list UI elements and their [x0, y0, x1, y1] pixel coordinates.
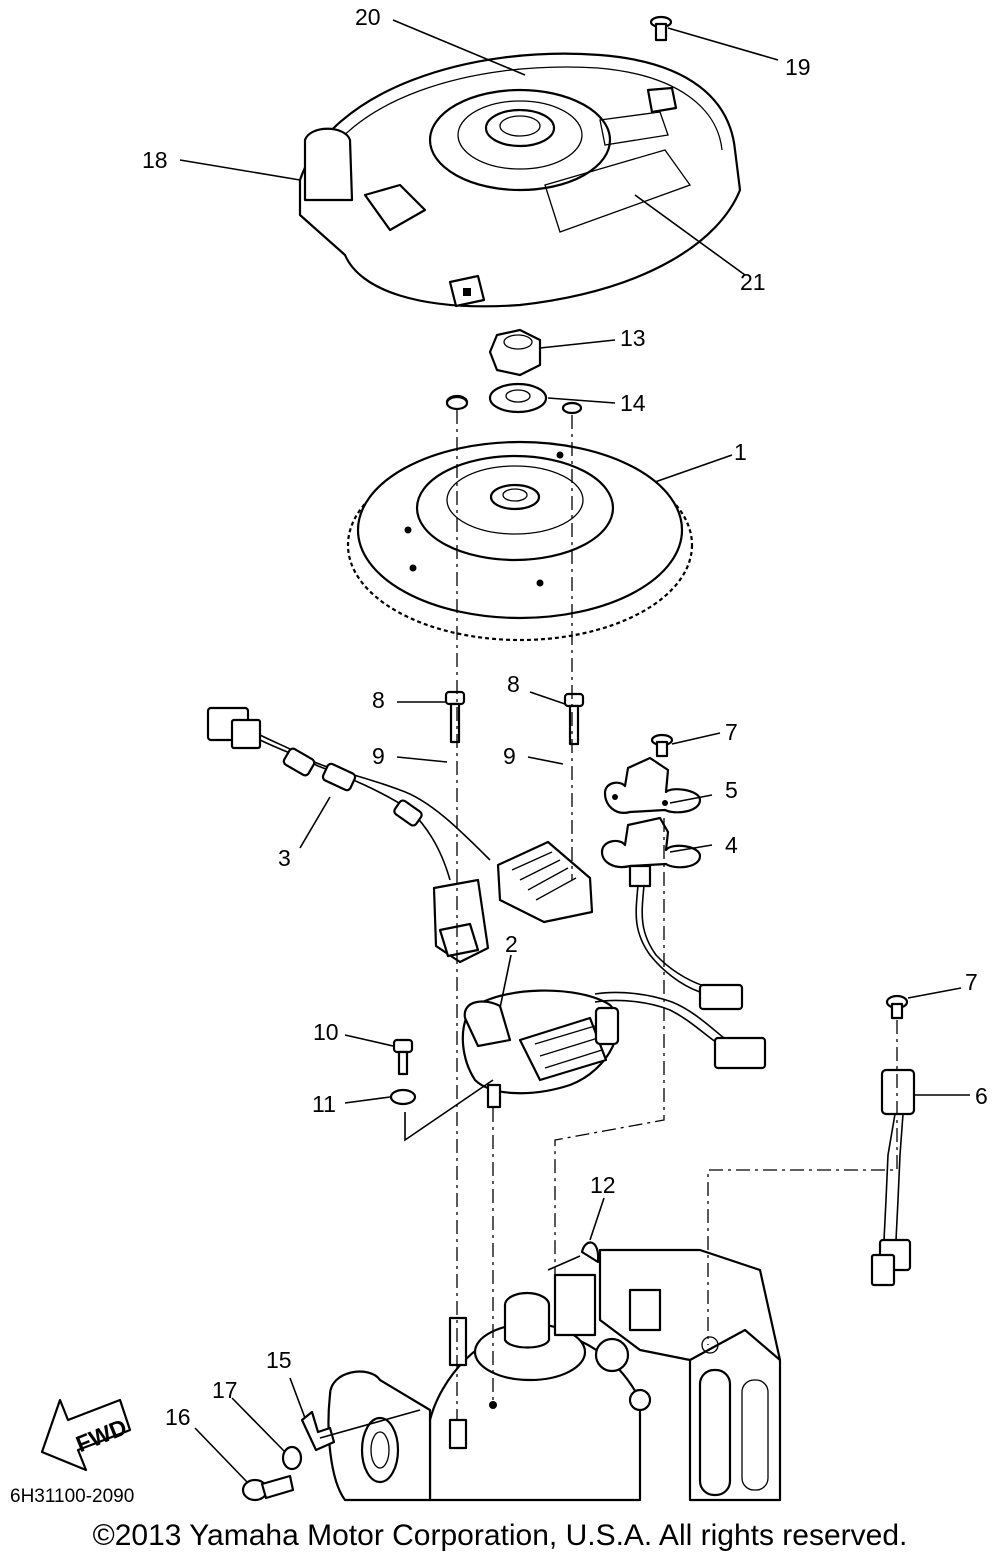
label-part-10: 10 [313, 1019, 339, 1045]
catalog-number: 6H31100-2090 [10, 1486, 135, 1507]
label-part-13: 13 [620, 325, 646, 351]
part-labels: 20 19 18 21 13 14 1 8 8 9 9 7 5 4 3 2 7 … [142, 4, 988, 1430]
label-part-1: 1 [734, 439, 747, 465]
screw-7b-part [885, 994, 909, 1020]
bolt-10-part [392, 1038, 414, 1076]
nut-13-part [488, 328, 542, 377]
bracket-5-part [603, 756, 702, 814]
label-part-14: 14 [620, 390, 646, 416]
label-part-9a: 9 [372, 743, 385, 769]
label-part-15: 15 [266, 1347, 292, 1373]
washer-11-part [389, 1088, 417, 1106]
label-part-8a: 8 [372, 687, 385, 713]
screw-19-part [649, 15, 673, 42]
label-part-19: 19 [785, 54, 811, 80]
bolt-8a-part [444, 690, 466, 744]
label-part-7a: 7 [725, 719, 738, 745]
label-part-8b: 8 [507, 671, 520, 697]
flywheel-cover-part [298, 52, 742, 308]
sensor-6-part [870, 1068, 916, 1287]
fwd-arrow-icon: FWD [40, 1398, 132, 1472]
assembly-lines [319, 410, 898, 1439]
bolt-8b-part [563, 692, 585, 746]
washer-14-part [488, 382, 548, 414]
label-part-2: 2 [505, 931, 518, 957]
label-part-18: 18 [142, 147, 168, 173]
pulser-coil-4-part [600, 816, 744, 1011]
wire-harness-part [206, 706, 594, 964]
label-part-17: 17 [212, 1377, 238, 1403]
washer-17-part [281, 1445, 303, 1471]
label-part-20: 20 [355, 4, 381, 30]
copyright-notice: ©2013 Yamaha Motor Corporation, U.S.A. A… [92, 1519, 908, 1552]
label-part-16: 16 [165, 1404, 191, 1430]
label-part-7b: 7 [965, 969, 978, 995]
washer-9a-ring [445, 395, 469, 411]
screw-7a-part [650, 733, 674, 758]
stator-base-2-part [461, 989, 767, 1109]
washer-9b-part [561, 401, 583, 415]
label-part-5: 5 [725, 777, 738, 803]
label-part-3: 3 [278, 845, 291, 871]
woodruff-key-part [580, 1241, 600, 1264]
label-part-21: 21 [740, 269, 766, 295]
flywheel-rotor-part [346, 440, 694, 642]
leader-lines [179, 19, 970, 1484]
label-part-11: 11 [312, 1091, 336, 1117]
bracket-15-part [300, 1410, 336, 1452]
engine-block-part [327, 1248, 782, 1502]
label-part-4: 4 [725, 832, 738, 858]
label-part-9b: 9 [503, 743, 516, 769]
label-part-6: 6 [975, 1083, 988, 1109]
label-part-12: 12 [590, 1172, 616, 1198]
bolt-16-part [241, 1474, 295, 1502]
